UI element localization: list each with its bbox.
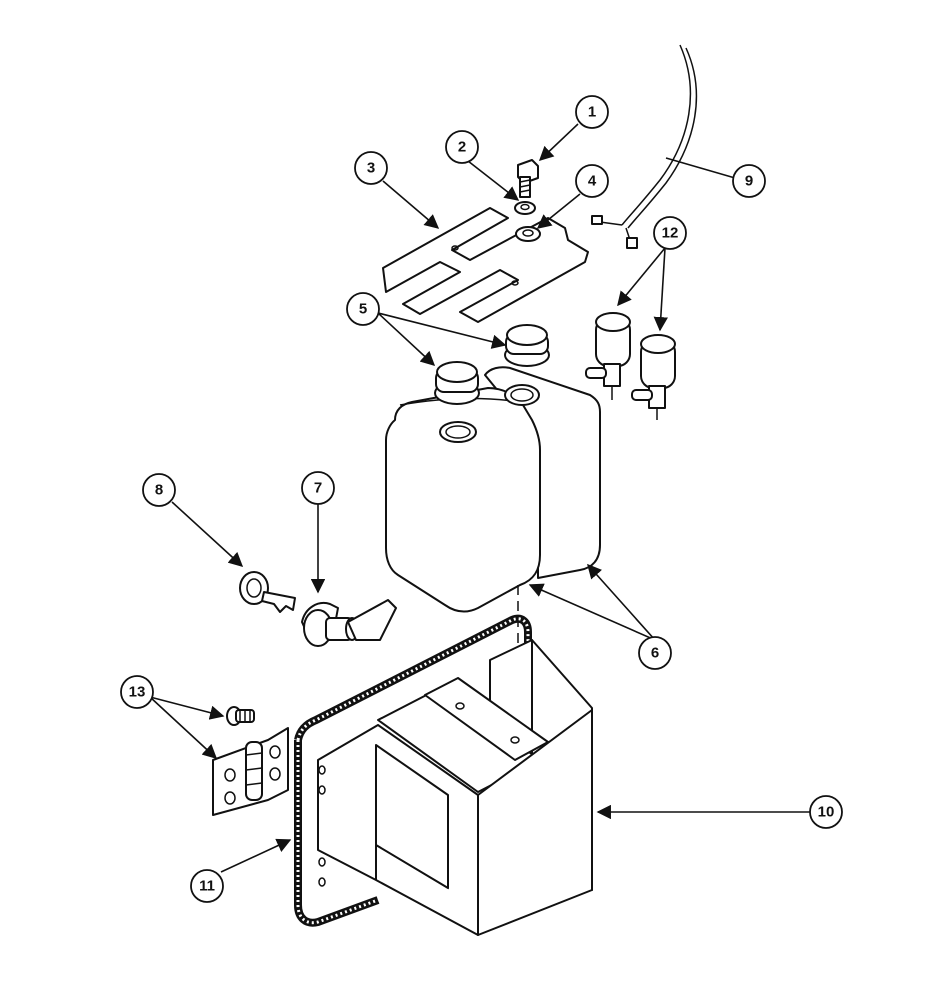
- callout-7: 7: [301, 471, 335, 505]
- washer-pumps: [585, 312, 676, 420]
- callout-1-label: 1: [588, 104, 596, 121]
- callout-10-label: 10: [818, 804, 835, 821]
- leader-lines: [149, 123, 810, 873]
- flat-washer: [515, 226, 541, 242]
- callout-8-label: 8: [155, 482, 163, 499]
- callout-5-label: 5: [359, 301, 367, 318]
- callout-7-label: 7: [314, 480, 322, 497]
- callout-8: 8: [142, 473, 176, 507]
- callout-2: 2: [445, 130, 479, 164]
- callout-2-label: 2: [458, 139, 466, 156]
- lock-cylinder: [301, 599, 397, 647]
- callout-3-label: 3: [367, 160, 375, 177]
- wire-harness: [591, 44, 698, 249]
- reservoir-caps: [434, 324, 550, 405]
- callout-6-label: 6: [651, 645, 659, 662]
- lock-washer: [514, 201, 536, 215]
- callout-11-label: 11: [199, 878, 215, 895]
- callout-9-label: 9: [745, 173, 753, 190]
- callout-1: 1: [575, 95, 609, 129]
- washer-reservoirs: [385, 366, 601, 740]
- mounting-plate: [382, 207, 589, 323]
- reservoir-bracket: [317, 639, 593, 936]
- callout-4: 4: [575, 164, 609, 198]
- gasket: [294, 614, 532, 927]
- key: [239, 571, 296, 613]
- callout-13: 13: [120, 675, 154, 709]
- callout-5: 5: [346, 292, 380, 326]
- callout-10: 10: [809, 795, 843, 829]
- hinge: [212, 727, 289, 816]
- callout-11: 11: [190, 869, 224, 903]
- callout-6: 6: [638, 636, 672, 670]
- callout-3: 3: [354, 151, 388, 185]
- callout-4-label: 4: [588, 173, 597, 190]
- callout-13-label: 13: [129, 684, 146, 701]
- callout-12-label: 12: [662, 225, 679, 242]
- bolt: [517, 159, 539, 198]
- callout-9: 9: [732, 164, 766, 198]
- callout-12: 12: [653, 216, 687, 250]
- hinge-screw: [226, 706, 255, 726]
